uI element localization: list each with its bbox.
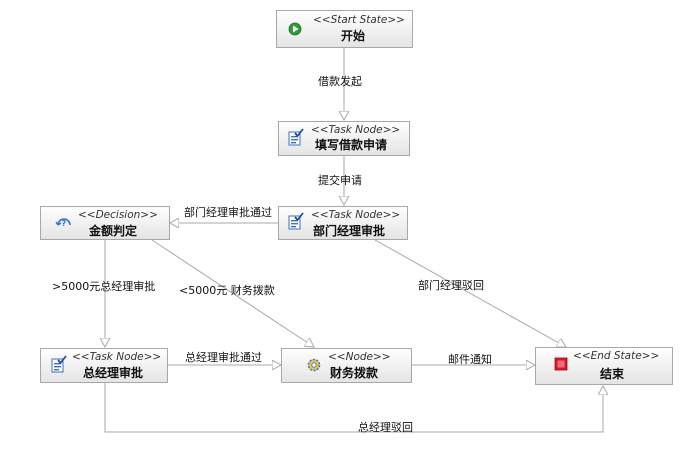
node-finance-disbursement[interactable]: <<Node>> 财务拨款 (281, 348, 412, 383)
edge-label-decision-to-finance: <5000元 财务拨款 (179, 283, 275, 297)
edge-label-start-to-fill: 借款发起 (318, 74, 362, 88)
end-icon (554, 357, 568, 371)
svg-text:?: ? (62, 219, 67, 228)
edge-gm-to-end[interactable] (104, 383, 603, 433)
edge-label-gm-to-end: 总经理驳回 (358, 420, 413, 434)
edge-label-decision-to-gm: >5000元总经理审批 (52, 279, 155, 293)
task-icon (288, 212, 304, 230)
node-start-stereotype: <<Start State>> (313, 14, 405, 26)
edge-label-gm-to-finance: 总经理审批通过 (185, 350, 262, 364)
node-end-stereotype: <<End State>> (573, 350, 659, 362)
node-finance-disbursement-title: 财务拨款 (329, 365, 379, 380)
node-fill-application-stereotype: <<Task Node>> (311, 124, 400, 136)
node-dept-manager-approval-stereotype: <<Task Node>> (311, 209, 400, 221)
node-dept-manager-approval-title: 部门经理审批 (313, 223, 385, 238)
node-finance-disbursement-stereotype: <<Node>> (328, 351, 391, 363)
edge-label-fill-to-dept: 提交申请 (318, 173, 362, 187)
node-dept-manager-approval[interactable]: <<Task Node>> 部门经理审批 (278, 206, 408, 240)
node-start-title: 开始 (341, 28, 365, 43)
edge-label-dept-to-decision: 部门经理审批通过 (184, 205, 272, 219)
node-gm-approval[interactable]: <<Task Node>> 总经理审批 (40, 348, 168, 383)
node-gm-approval-title: 总经理审批 (83, 365, 143, 380)
start-icon (288, 22, 302, 36)
task-icon (51, 355, 67, 373)
node-start[interactable]: <<Start State>> 开始 (276, 10, 413, 48)
edge-label-finance-to-end: 邮件通知 (448, 352, 492, 366)
edge-decision-to-finance[interactable] (151, 239, 314, 347)
node-amount-decision-title: 金额判定 (88, 223, 137, 238)
task-icon (288, 128, 304, 146)
node-fill-application[interactable]: <<Task Node>> 填写借款申请 (278, 121, 410, 156)
node-amount-decision-stereotype: <<Decision>> (78, 209, 158, 221)
node-fill-application-title: 填写借款申请 (315, 137, 387, 152)
edge-label-dept-to-end: 部门经理驳回 (418, 278, 484, 292)
decision-icon: ? (55, 218, 71, 228)
node-gear-icon (307, 358, 321, 372)
node-end[interactable]: <<End State>> 结束 (535, 347, 673, 385)
node-gm-approval-stereotype: <<Task Node>> (72, 351, 161, 363)
edge-dept-to-end[interactable] (374, 239, 566, 347)
node-end-title: 结束 (600, 366, 625, 381)
node-amount-decision[interactable]: ? <<Decision>> 金额判定 (40, 206, 170, 240)
